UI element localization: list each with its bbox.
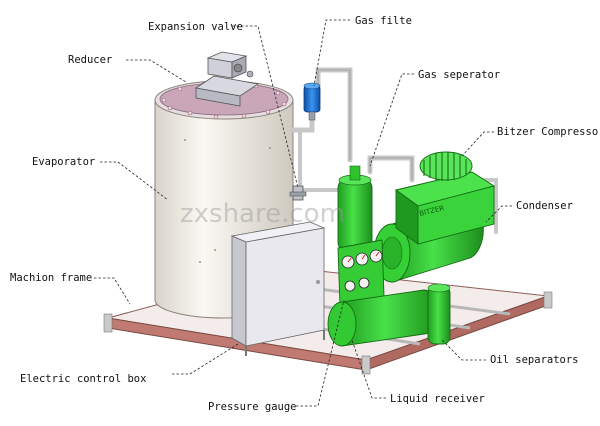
label-bitzer-compressor: Bitzer Compressor (497, 126, 600, 138)
leader-lines (94, 19, 512, 407)
label-oil-separators: Oil separators (490, 354, 579, 366)
pressure-gauge-panel (337, 239, 385, 307)
expansion-valve (289, 185, 307, 201)
label-electric-control-box: Electric control box (20, 373, 146, 385)
label-reducer: Reducer (68, 54, 112, 66)
label-gas-filter: Gas filte (355, 15, 412, 27)
refrigerant-piping-outline (317, 69, 413, 180)
bitzer-compressor: BITZER (394, 151, 496, 245)
label-condenser: Condenser (516, 200, 573, 212)
oil-separator (427, 283, 451, 345)
component-labels: Expansion valve Gas filte Reducer Gas se… (10, 15, 600, 413)
label-machine-frame: Machion frame (10, 272, 92, 284)
label-pressure-gauge: Pressure gauge (208, 401, 297, 413)
label-liquid-receiver: Liquid receiver (390, 393, 485, 405)
evaporator (154, 51, 294, 319)
label-evaporator: Evaporator (32, 156, 95, 168)
gas-separator (337, 165, 373, 253)
reducer-unit (194, 51, 260, 107)
label-expansion-valve: Expansion valve (148, 21, 243, 33)
gas-filter (303, 82, 321, 121)
liquid-receiver (327, 289, 439, 347)
label-gas-separator: Gas seperator (418, 69, 500, 81)
electric-control-box (230, 221, 326, 356)
watermark: zxshare.com (180, 199, 345, 229)
